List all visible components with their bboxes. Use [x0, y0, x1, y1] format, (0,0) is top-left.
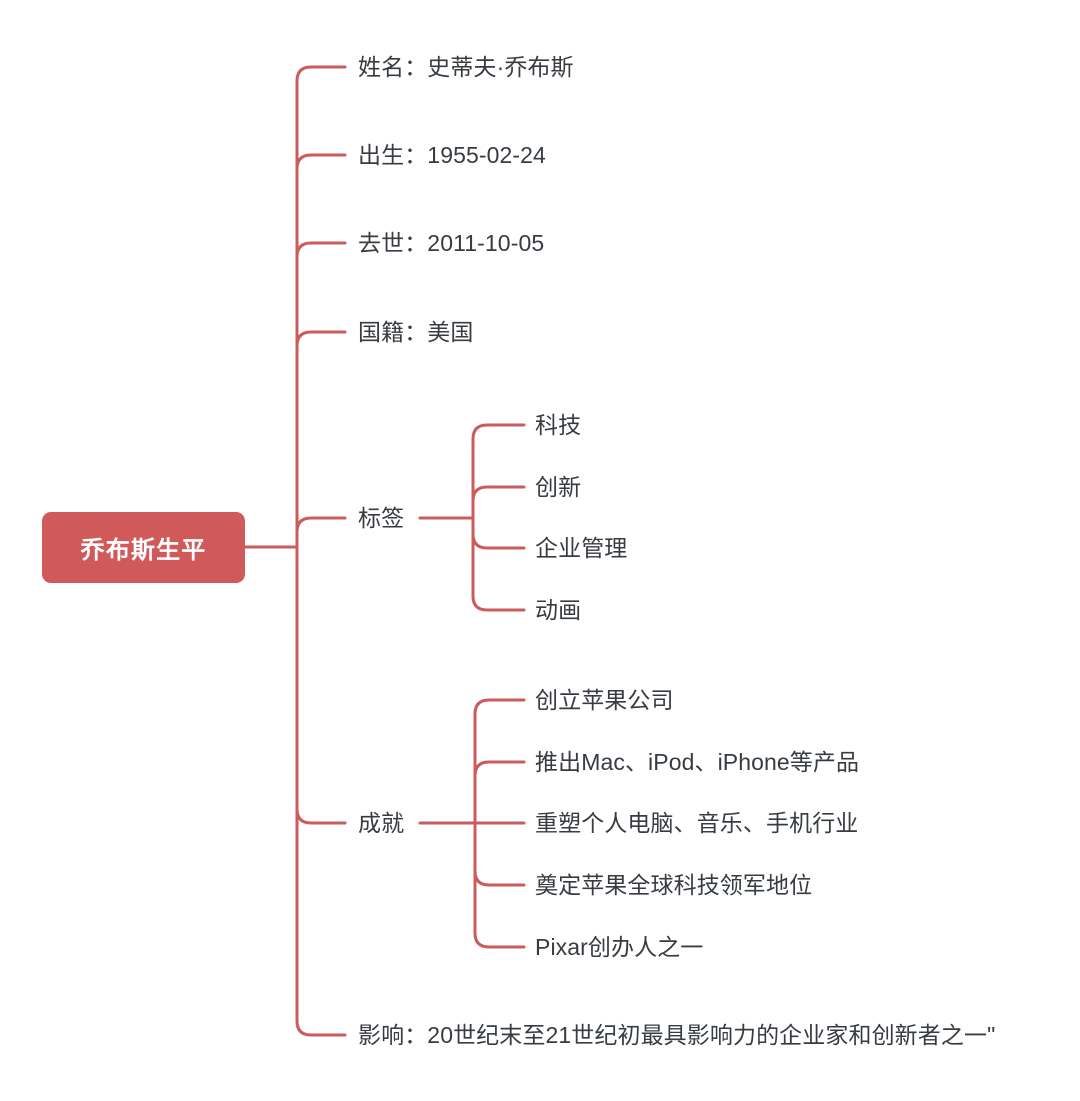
tag-item-innovation[interactable]: 创新	[535, 473, 582, 500]
root-node[interactable]: 乔布斯生平	[42, 512, 245, 583]
tag-item-technology[interactable]: 科技	[535, 411, 582, 438]
tag-item-business-management[interactable]: 企业管理	[535, 534, 628, 561]
achievement-item-founded-apple[interactable]: 创立苹果公司	[535, 686, 674, 713]
achievement-item-pixar-cofounder[interactable]: Pixar创办人之一	[535, 933, 704, 960]
achievement-item-reshaped-industries[interactable]: 重塑个人电脑、音乐、手机行业	[535, 809, 859, 836]
branch-label-birth[interactable]: 出生：1955-02-24	[358, 141, 546, 168]
branch-label-tags[interactable]: 标签	[358, 504, 405, 531]
achievement-item-products[interactable]: 推出Mac、iPod、iPhone等产品	[535, 748, 860, 775]
branch-label-influence[interactable]: 影响：20世纪末至21世纪初最具影响力的企业家和创新者之一"	[358, 1021, 996, 1048]
root-node-label: 乔布斯生平	[80, 537, 207, 564]
tag-item-animation[interactable]: 动画	[535, 596, 582, 623]
branch-label-name[interactable]: 姓名：史蒂夫·乔布斯	[358, 53, 574, 80]
achievement-item-apple-leadership[interactable]: 奠定苹果全球科技领军地位	[535, 871, 813, 898]
branch-label-death[interactable]: 去世：2011-10-05	[358, 229, 545, 256]
branch-label-nationality[interactable]: 国籍：美国	[358, 318, 474, 345]
branch-label-achievements[interactable]: 成就	[358, 809, 405, 836]
